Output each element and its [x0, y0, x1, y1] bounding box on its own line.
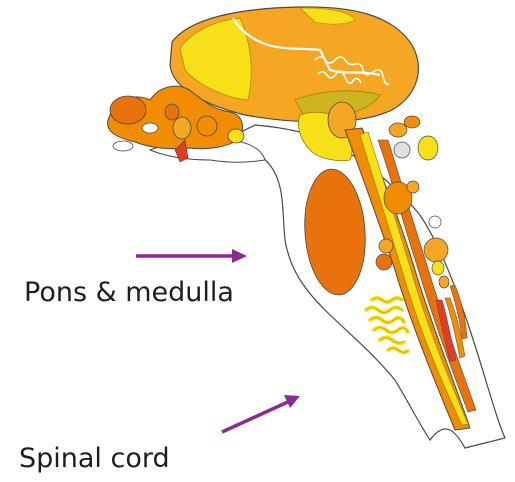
left-lobe-white-1 — [142, 123, 158, 133]
left-lobe-white-2 — [113, 141, 133, 151]
brainstem-circle-12 — [439, 276, 449, 288]
brainstem-circle-8 — [379, 239, 393, 253]
brainstem-circle-7 — [429, 216, 441, 228]
pons-medulla-label: Pons & medulla — [24, 279, 234, 306]
brainstem-circle-1 — [389, 123, 407, 137]
brainstem-circle-3 — [418, 136, 438, 160]
left-lobe-circle-4 — [228, 129, 244, 143]
left-lobe-circle-2 — [173, 117, 191, 139]
arrow-up-right-icon — [222, 395, 300, 432]
brainstem-circle-4 — [394, 142, 410, 158]
brainstem-circle-2 — [404, 116, 420, 128]
arrow-right-icon — [136, 249, 247, 263]
left-lobe-circle-1 — [110, 96, 146, 124]
brainstem-circle-11 — [432, 261, 444, 275]
left-lobe-circle-3 — [197, 116, 217, 136]
brainstem-circle-10 — [376, 254, 392, 270]
left-lobe-circle-5 — [165, 104, 179, 120]
spinal-cord-label: Spinal cord — [19, 445, 170, 472]
brainstem-circle-9 — [424, 238, 448, 262]
brainstem-circle-6 — [407, 181, 419, 193]
